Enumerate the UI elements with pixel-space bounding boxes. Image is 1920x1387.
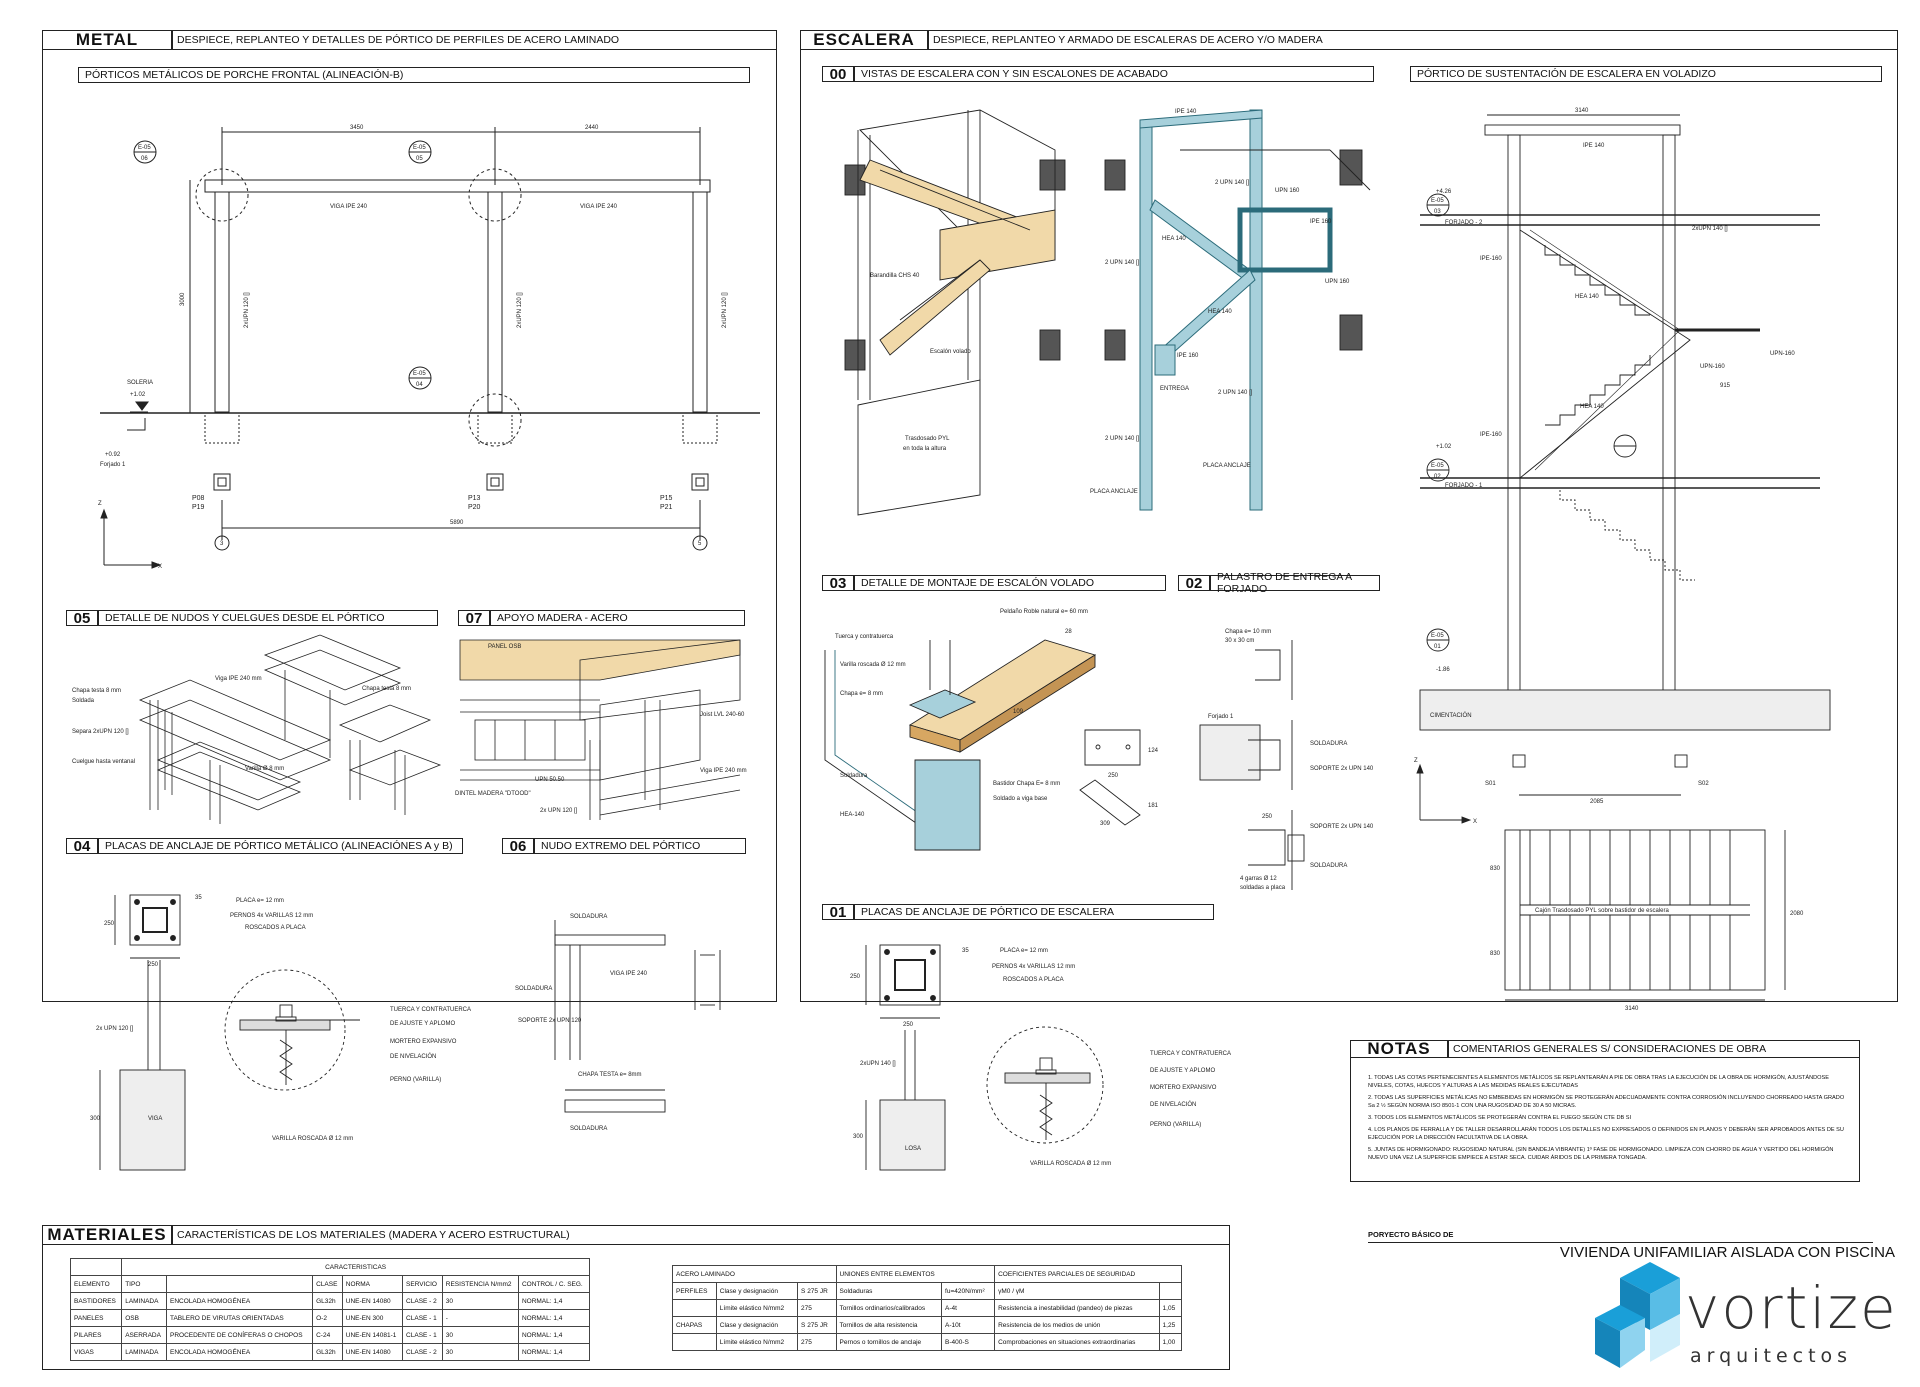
d04-varilla: VARILLA ROSCADA Ø 12 mm [272,1136,353,1142]
car-header: CARACTERISTICAS [121,1258,590,1276]
d04-upn: 2x UPN 120 [] [96,1026,134,1032]
d01-losa: LOSA [905,1146,921,1152]
d01-t1: TUERCA Y CONTRATUERCA [1150,1051,1231,1057]
d01-t3: MORTERO EXPANSIVO [1150,1085,1217,1091]
detail-00-title: VISTAS DE ESCALERA CON Y SIN ESCALONES D… [854,66,1374,82]
detail-07-num: 07 [458,610,490,627]
proyecto-label: PORYECTO BÁSICO DE [1368,1230,1454,1239]
d06-l5: CHAPA TESTA e= 8mm [578,1072,642,1078]
metal-tag: METAL [42,30,172,50]
detail-02-title: PALASTRO DE ENTREGA A FORJADO [1210,571,1380,595]
d01-t2: DE AJUSTE Y APLOMO [1150,1068,1215,1074]
detail-01-num: 01 [822,904,854,921]
materiales-title: CARACTERÍSTICAS DE LOS MATERIALES (MADER… [172,1225,1230,1245]
vivienda-title: VIVIENDA UNIFAMILIAR AISLADA CON PISCINA [1559,1244,1895,1261]
nota-4: 4. LOS PLANOS DE FERRALLA Y DE TALLER DE… [1368,1127,1844,1141]
metal-title: DESPIECE, REPLANTEO Y DETALLES DE PÓRTIC… [172,30,777,50]
brand-sub: arquitectos [1690,1345,1853,1367]
metal-portico-title: PÓRTICOS METÁLICOS DE PORCHE FRONTAL (AL… [78,67,750,83]
escalera-title: DESPIECE, REPLANTEO Y ARMADO DE ESCALERA… [928,30,1898,50]
detail-03-num: 03 [822,575,854,592]
d01-d300: 300 [853,1134,864,1140]
brand-name: vortize [1685,1274,1898,1342]
detail-06-num: 06 [502,838,534,855]
d01-upn: 2xUPN 140 [] [860,1061,896,1067]
detail-05-title: DETALLE DE NUDOS Y CUELGUES DESDE EL PÓR… [98,610,438,626]
d01-d250a: 250 [903,1022,914,1028]
detail-04-title: PLACAS DE ANCLAJE DE PÓRTICO METÁLICO (A… [98,838,463,854]
detail-02-num: 02 [1178,575,1210,592]
proyecto-underline [1368,1242,1873,1243]
d04-viga: VIGA [148,1116,162,1122]
d04-d300: 300 [90,1116,101,1122]
materiales-table-wrap: CARACTERISTICAS ELEMENTO TIPO CLASE NORM… [69,1258,591,1361]
d04-t5: PERNO (VARILLA) [390,1077,441,1083]
escalera-tag: ESCALERA [800,30,928,50]
logo-cube-icon [1595,1262,1680,1368]
acero-header-row: ACERO LAMINADO UNIONES ENTRE ELEMENTOS C… [672,1265,1182,1283]
acero-table-wrap: ACERO LAMINADO UNIONES ENTRE ELEMENTOS C… [672,1265,1183,1351]
notas-title: COMENTARIOS GENERALES S/ CONSIDERACIONES… [1448,1040,1860,1058]
d06-l4: SOPORTE 2x UPN 120 [518,1018,582,1024]
mat-header-row: ELEMENTO TIPO CLASE NORMA SERVICIO RESIS… [69,1275,591,1293]
detail-05-num: 05 [66,610,98,627]
detail-01-title: PLACAS DE ANCLAJE DE PÓRTICO DE ESCALERA [854,904,1214,920]
acero-table: ACERO LAMINADO UNIONES ENTRE ELEMENTOS C… [672,1265,1183,1351]
d04-t1: TUERCA Y CONTRATUERCA [390,1007,471,1013]
nota-5: 5. JUNTAS DE HORMIGONADO: RUGOSIDAD NATU… [1368,1147,1834,1161]
portico-escalera-title: PÓRTICO DE SUSTENTACIÓN DE ESCALERA EN V… [1410,66,1882,82]
nota-3: 3. TODOS LOS ELEMENTOS METÁLICOS SE PROT… [1368,1115,1632,1121]
metal-panel [42,30,777,1002]
escalera-panel [800,30,1898,1002]
d04-t4: DE NIVELACIÓN [390,1053,436,1060]
d04-t3: MORTERO EXPANSIVO [390,1039,457,1045]
d01-t4: DE NIVELACIÓN [1150,1101,1196,1108]
detail-06-title: NUDO EXTREMO DEL PÓRTICO [534,838,746,854]
d06-l6: SOLDADURA [570,1126,607,1132]
detail-04-num: 04 [66,838,98,855]
detail-03-title: DETALLE DE MONTAJE DE ESCALÓN VOLADO [854,575,1166,591]
materiales-tag: MATERIALES [42,1225,172,1245]
d01-varilla: VARILLA ROSCADA Ø 12 mm [1030,1161,1111,1167]
notas-list: 1. TODAS LAS COTAS PERTENECIENTES A ELEM… [1368,1074,1848,1166]
notas-tag: NOTAS [1350,1039,1448,1058]
pe-d3140b: 3140 [1625,1006,1639,1012]
nota-1: 1. TODAS LAS COTAS PERTENECIENTES A ELEM… [1368,1075,1829,1089]
detail-07-title: APOYO MADERA - ACERO [490,610,745,626]
d01-t5: PERNO (VARILLA) [1150,1122,1201,1128]
nota-2: 2. TODAS LAS SUPERFICIES METÁLICAS NO EM… [1368,1095,1845,1109]
d04-t2: DE AJUSTE Y APLOMO [390,1021,455,1027]
materiales-table: CARACTERISTICAS ELEMENTO TIPO CLASE NORM… [69,1258,591,1361]
detail-00-num: 00 [822,66,854,83]
